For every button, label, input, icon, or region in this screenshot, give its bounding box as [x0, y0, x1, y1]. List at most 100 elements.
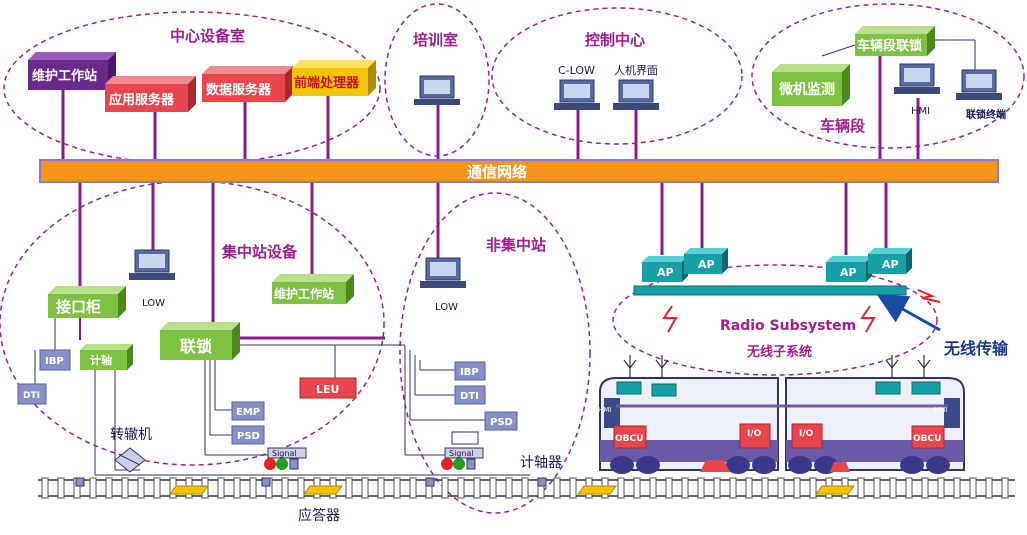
emp-box[interactable]: EMP — [231, 401, 265, 421]
front-proc-label: 前端处理器 — [294, 75, 360, 91]
io-l-box[interactable]: I/O — [739, 423, 771, 449]
signal-a-label: Signal — [272, 449, 297, 458]
ap4-box[interactable]: AP — [868, 248, 912, 274]
maint-ws2-box[interactable]: 维护工作站 — [272, 274, 354, 304]
lightning-icon-2 — [860, 305, 876, 333]
signal-b-label: Signal — [449, 449, 474, 458]
obcu-r-box[interactable]: OBCU — [911, 425, 945, 449]
track-sleeper — [393, 477, 401, 499]
ibp-a-box[interactable]: IBP — [39, 349, 71, 371]
track-sleeper — [777, 477, 785, 499]
axle-box[interactable]: 计轴 — [80, 344, 133, 370]
track-sleeper — [361, 477, 369, 499]
il-terminal-label: 联锁终端 — [966, 108, 1006, 121]
track-sleeper — [233, 477, 241, 499]
zone-non-concentrator — [399, 192, 591, 514]
balises — [169, 485, 855, 495]
track-sleeper — [905, 477, 913, 499]
signal-a: Signal — [264, 447, 307, 470]
signal-b-red-lamp — [441, 458, 453, 470]
radio-bus — [633, 285, 907, 296]
signal-a-green-lamp — [276, 458, 288, 470]
track-sleeper — [809, 477, 817, 499]
io-r-label: I/O — [799, 429, 814, 439]
track-sleeper — [441, 477, 449, 499]
interlock-box[interactable]: 联锁 — [160, 322, 240, 360]
zone-depot — [751, 3, 1025, 149]
track-sleeper — [89, 477, 97, 499]
label-radio-cn: 无线子系统 — [746, 344, 812, 360]
depot-hmi-label: HMI — [911, 106, 930, 117]
track-sleeper — [953, 477, 961, 499]
psd-b-box[interactable]: PSD — [484, 411, 518, 431]
track-sleeper — [153, 477, 161, 499]
ibp-b-box[interactable]: IBP — [454, 361, 486, 381]
lightning-icon-3 — [917, 289, 941, 303]
zone-radio — [612, 264, 938, 376]
track-sleeper — [665, 477, 673, 499]
signal-a-red-lamp — [264, 458, 276, 470]
leu-label: LEU — [316, 383, 339, 396]
hmi-train-l-label: HMI — [598, 406, 611, 414]
track-sleeper — [297, 477, 305, 499]
track-sleeper — [617, 477, 625, 499]
microcomputer-box[interactable]: 微机监测 — [772, 64, 850, 106]
ap2-label: AP — [698, 258, 715, 271]
track-sleeper — [873, 477, 881, 499]
maint-ws-label: 维护工作站 — [32, 68, 97, 84]
track-sleeper — [633, 477, 641, 499]
psd-a-box[interactable]: PSD — [231, 425, 265, 445]
links — [61, 56, 920, 340]
data-server-box[interactable]: 数据服务器 — [202, 66, 293, 102]
front-proc-box[interactable]: 前端处理器 — [292, 60, 376, 96]
track-sleeper — [489, 477, 497, 499]
track-sleeper — [521, 477, 529, 499]
track-sleeper — [377, 477, 385, 499]
track-sleeper — [697, 477, 705, 499]
track-sleeper — [713, 477, 721, 499]
hmi-cn-label: 人机界面 — [614, 63, 658, 77]
hmi-computer-icon — [613, 79, 659, 110]
io-r-box[interactable]: I/O — [791, 423, 823, 449]
hmi-train-r-label: HMI — [934, 406, 947, 414]
low-a-computer-icon — [129, 249, 175, 280]
low-a-label: LOW — [142, 298, 165, 309]
clow-computer-icon — [554, 79, 600, 110]
interface-cab-box[interactable]: 接口柜 — [48, 286, 126, 318]
track-sleeper — [921, 477, 929, 499]
track-sleeper — [969, 477, 977, 499]
ap4-label: AP — [882, 258, 899, 271]
axle-box-label: 计轴 — [90, 353, 112, 367]
track-sleeper — [345, 477, 353, 499]
ap2-box[interactable]: AP — [684, 248, 728, 274]
app-server-label: 应用服务器 — [109, 92, 175, 108]
signal-b-green-lamp — [453, 458, 465, 470]
zone-control-center — [491, 7, 743, 145]
maint-ws-box[interactable]: 维护工作站 — [28, 52, 116, 90]
track-sleeper — [649, 477, 657, 499]
ap3-box[interactable]: AP — [826, 256, 872, 282]
track-sleeper — [889, 477, 897, 499]
lightning-icon-1 — [662, 305, 678, 333]
track-sleeper — [745, 477, 753, 499]
label-radio-subsystem: Radio Subsystem — [720, 318, 856, 334]
leu-box[interactable]: LEU — [299, 377, 357, 399]
track-sleeper — [857, 477, 865, 499]
dti-a-box[interactable]: DTI — [17, 383, 47, 405]
label-control-center: 控制中心 — [585, 31, 645, 49]
depot-il-box[interactable]: 车辆段联锁 — [855, 26, 935, 56]
track-sleeper — [41, 477, 49, 499]
track-sleeper — [553, 477, 561, 499]
obcu-r-label: OBCU — [913, 434, 941, 444]
ap1-box[interactable]: AP — [642, 256, 688, 282]
dti-b-box[interactable]: DTI — [454, 385, 486, 405]
emp-label: EMP — [236, 407, 260, 418]
obcu-l-box[interactable]: OBCU — [613, 425, 647, 449]
app-server-box[interactable]: 应用服务器 — [105, 76, 196, 112]
axle-counter-heads — [75, 477, 547, 487]
dti-b-label: DTI — [460, 391, 479, 402]
psd-b-label: PSD — [490, 417, 513, 428]
track-sleeper — [217, 477, 225, 499]
ibp-a-label: IBP — [45, 356, 64, 367]
